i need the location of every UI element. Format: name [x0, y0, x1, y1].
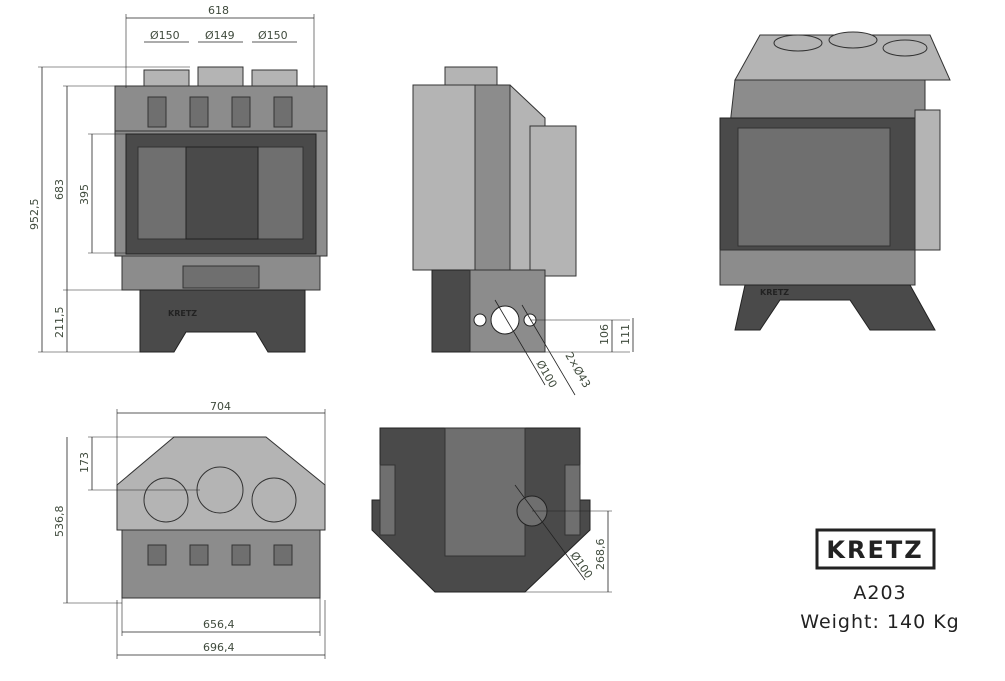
dim-111: 111 — [619, 324, 632, 345]
dim-pipe-center: Ø149 — [205, 29, 235, 42]
dim-base-width: 696,4 — [203, 641, 235, 654]
flue-pipe-right — [251, 69, 298, 87]
kretz-logo: KRETZ — [815, 528, 936, 570]
dim-holes: 2×Ø43 — [562, 350, 593, 390]
base-logo: KRETZ — [168, 309, 197, 318]
dim-width-618: 618 — [208, 4, 229, 17]
dim-depth-top: 173 — [78, 452, 91, 473]
dim-pipe-left: Ø150 — [150, 29, 180, 42]
svg-text:KRETZ: KRETZ — [826, 536, 923, 564]
top-view: 704 173 536,8 656,4 696,4 — [53, 400, 326, 659]
iso-logo: KRETZ — [760, 288, 789, 297]
dim-inlet-offset: 268,6 — [594, 539, 607, 571]
dim-bottom-inlet: Ø100 — [568, 549, 596, 581]
dim-pipe-right: Ø150 — [258, 29, 288, 42]
bottom-view: 268,6 Ø100 — [371, 427, 612, 593]
dim-106: 106 — [598, 324, 611, 345]
flue-pipe-left — [143, 69, 190, 87]
model-name: A203 — [853, 582, 907, 604]
dim-inlet-diameter: Ø100 — [533, 358, 559, 390]
dim-total-height: 952,5 — [28, 199, 41, 231]
dim-inner-width: 656,4 — [203, 618, 235, 631]
front-view: KRETZ 618 Ø150 Ø149 Ø150 952,5 683 395 2… — [28, 4, 328, 353]
dim-depth-total: 536,8 — [53, 506, 66, 538]
weight-label: Weight: 140 Kg — [800, 611, 960, 633]
dim-body-height: 683 — [53, 179, 66, 200]
flue-pipe-center — [197, 66, 244, 87]
dim-outer-width: 704 — [210, 400, 231, 413]
isometric-view: KRETZ — [719, 31, 951, 331]
dim-door-height: 395 — [78, 184, 91, 205]
dim-base-height: 211,5 — [53, 307, 66, 339]
side-view: 106 111 Ø100 2×Ø43 — [412, 66, 634, 396]
